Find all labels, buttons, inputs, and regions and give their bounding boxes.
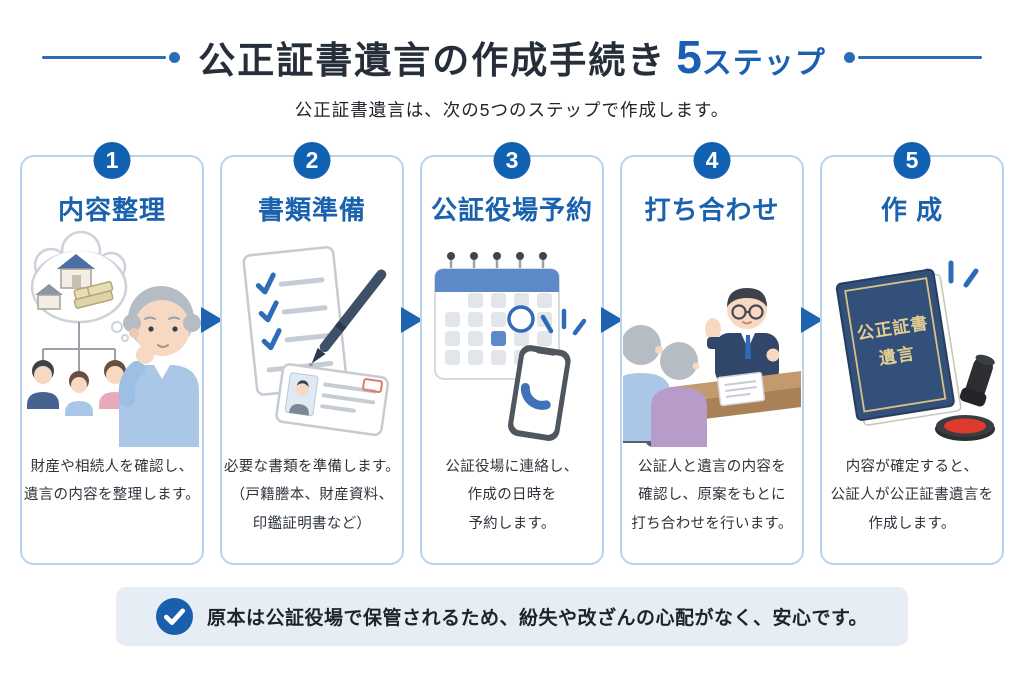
elderly-woman-back-figure [651, 342, 707, 447]
step-number-badge: 5 [893, 142, 931, 179]
step-card-3: 3 公証役場予約 [420, 142, 604, 565]
elderly-man-back-figure [623, 325, 671, 441]
line-decoration [857, 55, 982, 59]
step-card-1: 1 内容整理 [20, 142, 204, 565]
right-arrow-icon [801, 307, 823, 333]
elderly-man-thinking-illustration [22, 229, 202, 447]
step-description: 公証役場に連絡し、 作成の日時を 予約します。 [445, 459, 579, 532]
small-house-icon [35, 284, 63, 310]
step-gap [801, 155, 823, 565]
selected-date-square [491, 331, 506, 346]
step-number-badge: 4 [693, 142, 731, 179]
step-card-5: 5 作 成 公正証書 遺言 [820, 142, 1004, 565]
meeting-icon [623, 288, 801, 447]
step-description: 必要な書類を準備します。 （戸籍謄本、財産資料、 印鑑証明書など） [223, 459, 401, 532]
step-gap [201, 155, 223, 565]
checklist-document [242, 246, 348, 396]
step-title: 作 成 [880, 195, 944, 225]
house-icon [57, 254, 95, 289]
step-gap [601, 155, 623, 565]
right-arrow-icon [401, 307, 423, 333]
step-number-badge: 2 [293, 142, 331, 179]
phone-handset-icon [520, 382, 551, 410]
step-description: 財産や相続人を確認し、 遺言の内容を整理します。 [23, 459, 201, 504]
step-gap [401, 155, 423, 565]
step-number-badge: 1 [93, 142, 131, 179]
step-title: 内容整理 [57, 195, 166, 225]
glasses-icon [731, 304, 764, 320]
mother-figure [99, 360, 131, 409]
step-title: 書類準備 [257, 195, 366, 225]
family-tree-lines [42, 322, 116, 375]
page-subtitle: 公正証書遺言は、次の5つのステップで作成します。 [294, 100, 730, 120]
check-circle-icon [155, 598, 193, 635]
right-arrow-icon [201, 307, 223, 333]
notary-figure [705, 288, 780, 385]
will-book-seal-icon: 公正証書 遺言 [835, 260, 995, 441]
documents-illustration [222, 229, 402, 447]
step-number-badge: 3 [493, 142, 531, 179]
meeting-illustration [622, 229, 802, 447]
page-title-suffix: ステップ [701, 47, 826, 80]
will-book-icon: 公正証書 遺言 [835, 268, 962, 426]
father-figure [27, 360, 59, 409]
calendar-phone-icon [434, 252, 587, 441]
dot-decoration [843, 51, 855, 63]
title-decoration-right [843, 51, 982, 63]
will-book-seal-illustration: 公正証書 遺言 [822, 229, 1002, 447]
money-icon [73, 281, 114, 309]
step-card-2: 2 書類準備 [220, 142, 404, 565]
line-decoration [42, 55, 167, 59]
page-title-count: 5 [676, 31, 702, 83]
step-description: 公証人と遺言の内容を 確認し、原案をもとに 打ち合わせを行います。 [631, 459, 793, 532]
thinking-assets-family-icon [27, 230, 201, 447]
hanko-stamp-icon [959, 354, 995, 407]
step-description: 内容が確定すると、 公証人が公正証書遺言を 作成します。 [830, 459, 994, 532]
note-text: 原本は公証役場で保管されるため、紛失や改ざんの心配がなく、安心です。 [206, 608, 869, 629]
step-card-4: 4 打ち合わせ [620, 142, 804, 565]
steps-row: 1 内容整理 [20, 142, 1004, 565]
circled-date [507, 305, 535, 333]
title-decoration-left [42, 51, 181, 63]
page-title-main: 公正証書遺言の作成手続き [198, 40, 667, 81]
checklist-pen-id-icon [242, 246, 390, 437]
phone-icon [508, 345, 571, 441]
dot-decoration [169, 51, 181, 63]
calendar-phone-illustration [422, 229, 602, 447]
document-on-desk [716, 371, 766, 407]
step-title: 打ち合わせ [644, 195, 780, 225]
elderly-man-figure [118, 286, 201, 447]
id-card-icon [275, 363, 390, 437]
note-banner: 原本は公証役場で保管されるため、紛失や改ざんの心配がなく、安心です。 [116, 587, 908, 646]
step-title: 公証役場予約 [430, 195, 593, 225]
child-figure [65, 371, 93, 416]
ink-pad-icon [935, 415, 995, 441]
red-stamp-mark [362, 378, 383, 394]
checkmarks [255, 272, 282, 351]
sparkle-lines-icon [540, 308, 587, 336]
right-arrow-icon [601, 307, 623, 333]
